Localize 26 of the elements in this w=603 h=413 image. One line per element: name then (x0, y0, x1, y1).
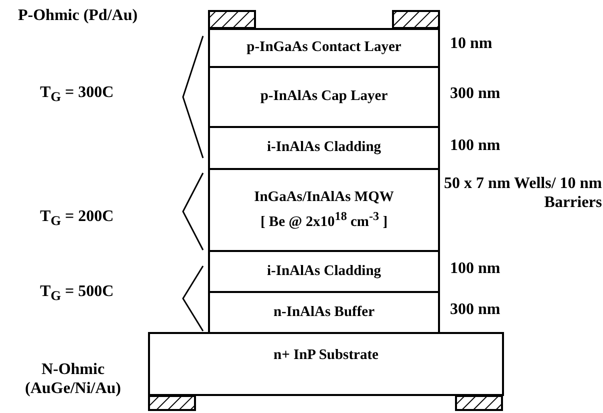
thickness-label: 50 x 7 nm Wells/ 10 nm Barriers (443, 174, 602, 212)
layer-name: n-InAlAs Buffer (273, 302, 375, 322)
layer-box (208, 126, 440, 170)
layer-name: i-InAlAs Cladding (266, 262, 382, 281)
contact-label: N-Ohmic (AuGe/Ni/Au) (24, 360, 122, 398)
doping-note: [ Be @ 2x10$^{18}$ cm$^{-3}$ ] (260, 208, 388, 232)
layer-name: n+ InP Substrate (274, 346, 378, 365)
thickness-label: 100 nm (450, 136, 502, 156)
substrate-layer (148, 332, 504, 396)
contact-label: P-Ohmic (Pd/Au) (18, 6, 139, 26)
layer-name: p-InAlAs Cap Layer (260, 87, 388, 106)
layer-box (208, 291, 440, 334)
layer-box (208, 28, 440, 68)
growth-temperature: T$_{G}$ = 300C (40, 83, 115, 106)
layer-box (208, 168, 440, 252)
thickness-label: 300 nm (450, 300, 502, 320)
layer-name: InGaAs/InAlAs MQW (254, 188, 394, 208)
thickness-label: 10 nm (450, 34, 494, 54)
thickness-label: 300 nm (450, 84, 502, 104)
layer-box (208, 250, 440, 293)
growth-temperature: T$_{G}$ = 200C (40, 207, 115, 230)
growth-temperature: T$_{G}$ = 500C (40, 282, 115, 304)
layer-box (208, 66, 440, 128)
layer-name: p-InGaAs Contact Layer (246, 38, 402, 58)
layer-name: i-InAlAs Cladding (266, 138, 382, 158)
thickness-label: 100 nm (450, 259, 502, 278)
